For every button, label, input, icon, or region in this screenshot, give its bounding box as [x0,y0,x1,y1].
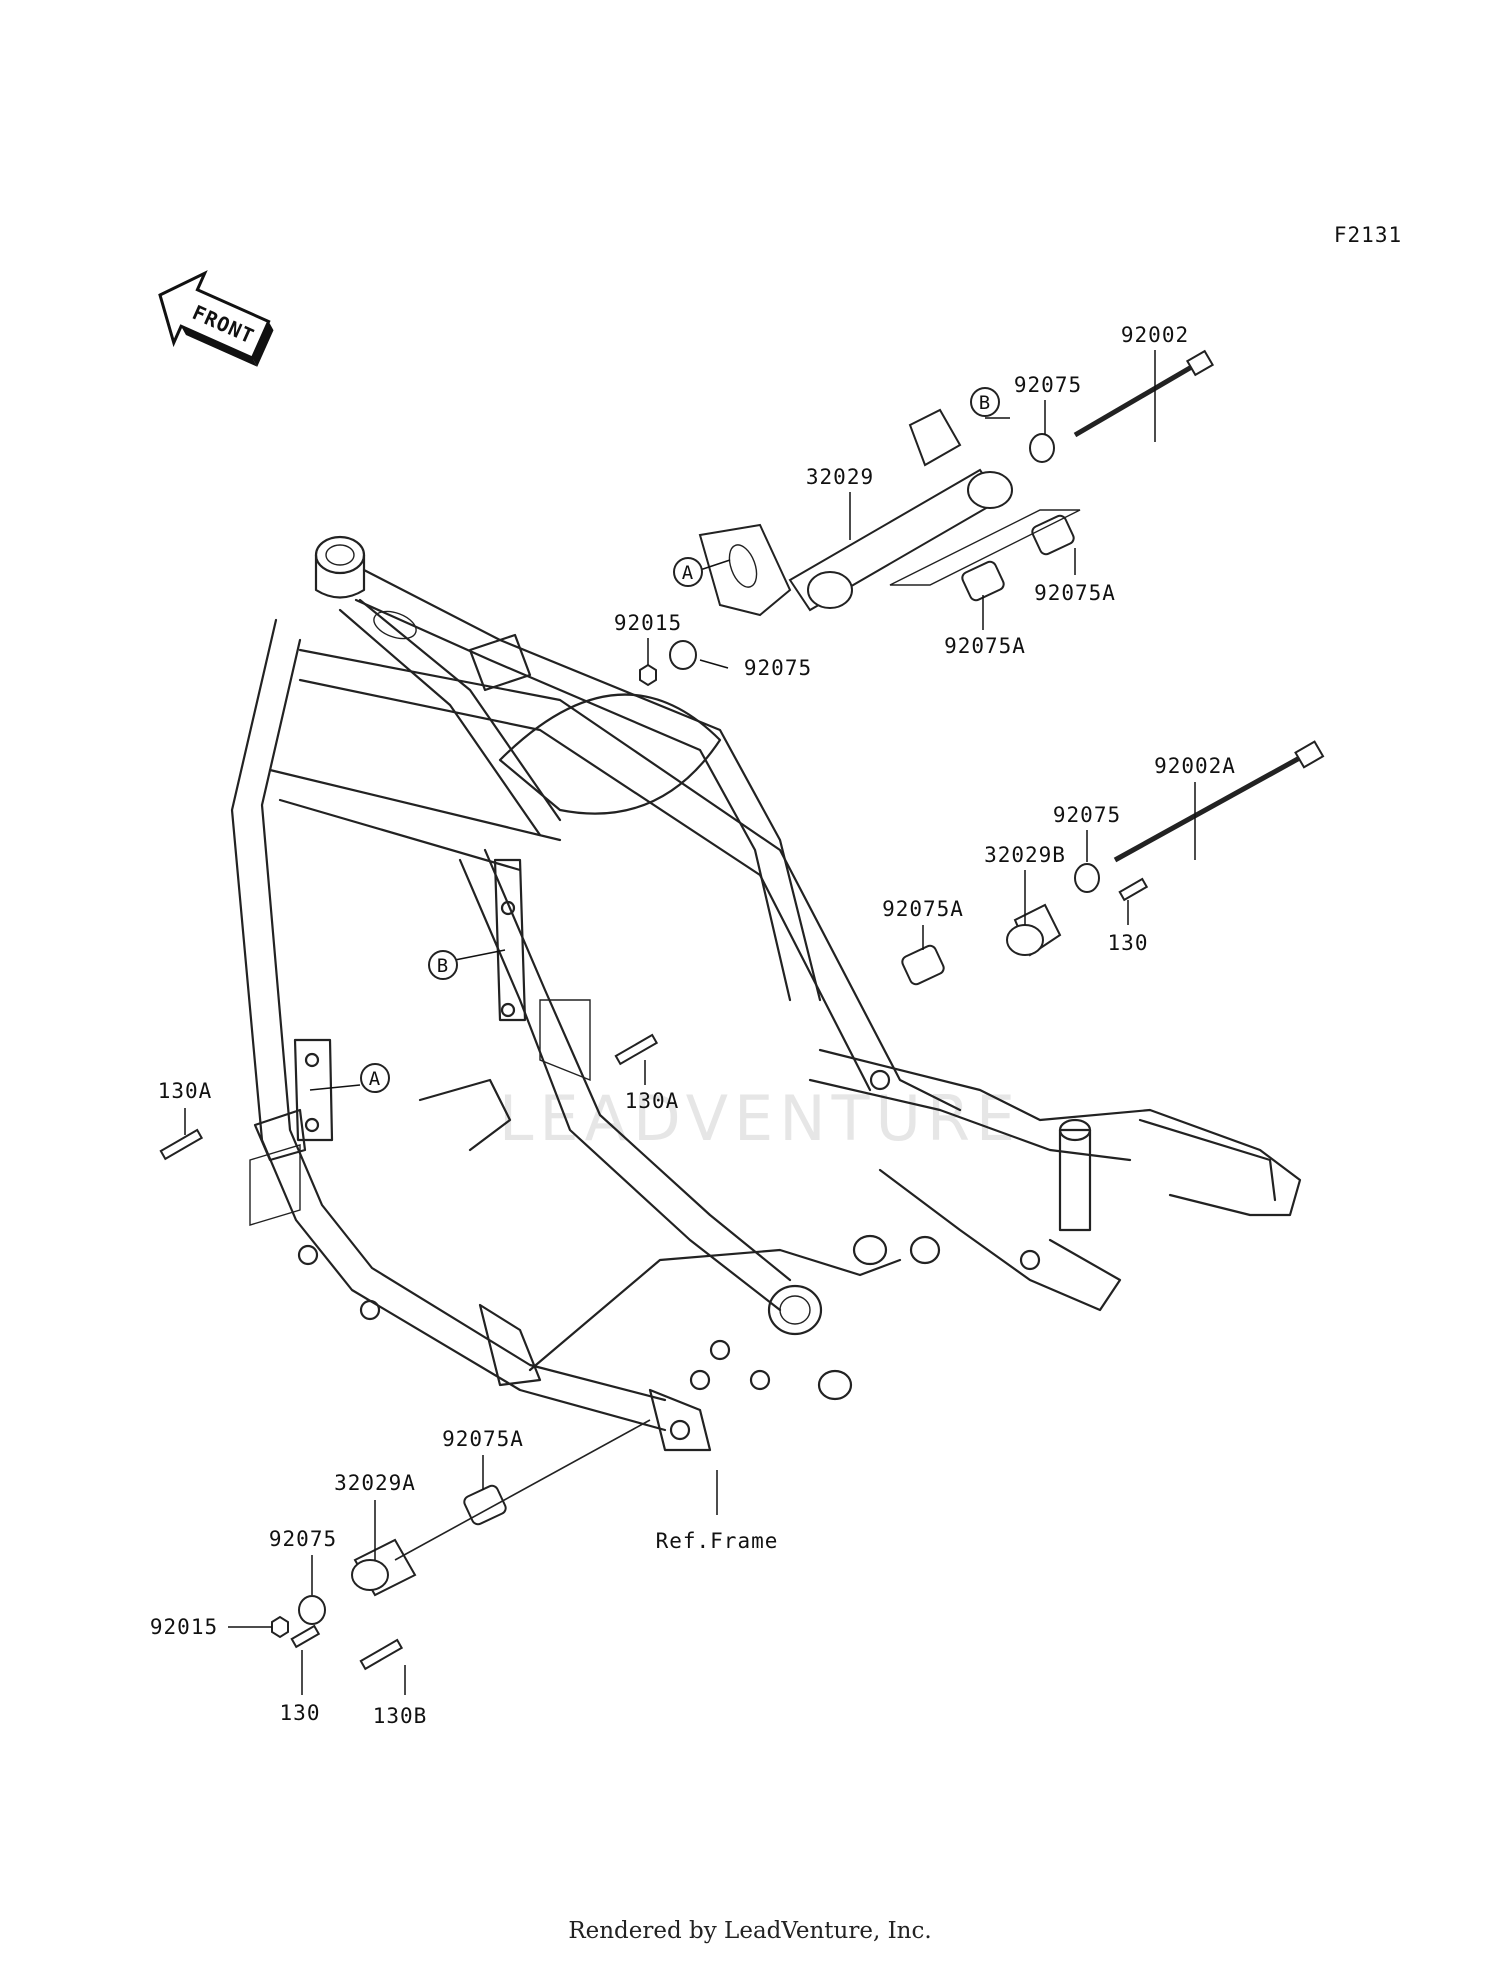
label-92075-mid: 92075 [744,656,812,680]
frame-mount-a [293,1038,334,1142]
spacer-92075-bottom [298,1595,326,1625]
label-130-bottom: 130 [280,1701,321,1725]
bracket-32029A [351,1419,651,1597]
label-92002: 92002 [1121,323,1189,347]
label-92075A-bottom: 92075A [442,1427,524,1451]
label-32029A: 32029A [334,1471,416,1495]
footer-credit: Rendered by LeadVenture, Inc. [568,1918,932,1944]
bracket-32029B [1006,903,1062,957]
bushing-92075A-right [1031,514,1075,556]
bolt-92002 [1073,349,1215,438]
label-ref-frame: Ref.Frame [656,1529,779,1553]
hatch-plane-a [249,1144,301,1226]
callout-a-top: A [673,557,703,587]
label-92075A-center: 92075A [944,634,1026,658]
bushing-92075A-left [901,944,945,986]
label-92075A-left: 92075A [882,897,964,921]
svg-text:B: B [979,392,991,414]
label-32029: 32029 [806,465,874,489]
callout-b-frame: B [428,950,458,980]
spacer-92075-mid [669,640,697,670]
svg-text:A: A [682,562,694,584]
part-labels: 92002 92075 32029 92015 92075 92075A 920… [150,323,1236,1728]
spacer-92075-right [1074,863,1100,893]
bushing-92075A-center [961,560,1005,602]
frame-mount-b [493,858,527,1022]
watermark: LEADVENTURE [499,1082,1021,1155]
label-92075-bottom: 92075 [269,1527,337,1551]
engine-mount-bracket-32029 [698,408,1013,617]
bolt-130-bottom [290,1624,321,1649]
nut-92015-top [639,663,657,687]
motorcycle-frame [230,535,1302,1452]
svg-text:B: B [437,955,449,977]
figure-code: F2131 [1334,223,1402,247]
label-92075-right: 92075 [1053,803,1121,827]
label-32029B: 32029B [984,843,1066,867]
label-92075A-right: 92075A [1034,581,1116,605]
callout-a-frame: A [360,1063,390,1093]
leader-lines [184,350,1196,1695]
label-130-right: 130 [1108,931,1149,955]
callout-b-top: B [970,387,1000,417]
spacer-92075-top [1029,433,1055,463]
bolt-92002A [1113,740,1325,863]
label-130A-left: 130A [158,1079,213,1103]
svg-text:A: A [369,1068,381,1090]
nut-92015-bottom [271,1615,289,1639]
bolt-130-right [1118,877,1149,902]
label-92015-top: 92015 [614,611,682,635]
hatch-plane-top [889,509,1081,586]
label-130B: 130B [373,1704,428,1728]
label-92075-top: 92075 [1014,373,1082,397]
bolt-130A-center [614,1033,659,1066]
hatch-plane-b [539,999,591,1082]
label-92015-bottom: 92015 [150,1615,218,1639]
label-92002A: 92002A [1154,754,1236,778]
front-arrow-icon: FRONT [158,270,274,367]
bolt-130A-left [159,1128,204,1161]
bolt-130B [359,1638,404,1671]
label-130A-center: 130A [625,1089,680,1113]
bushing-92075A-bottom [463,1484,507,1526]
